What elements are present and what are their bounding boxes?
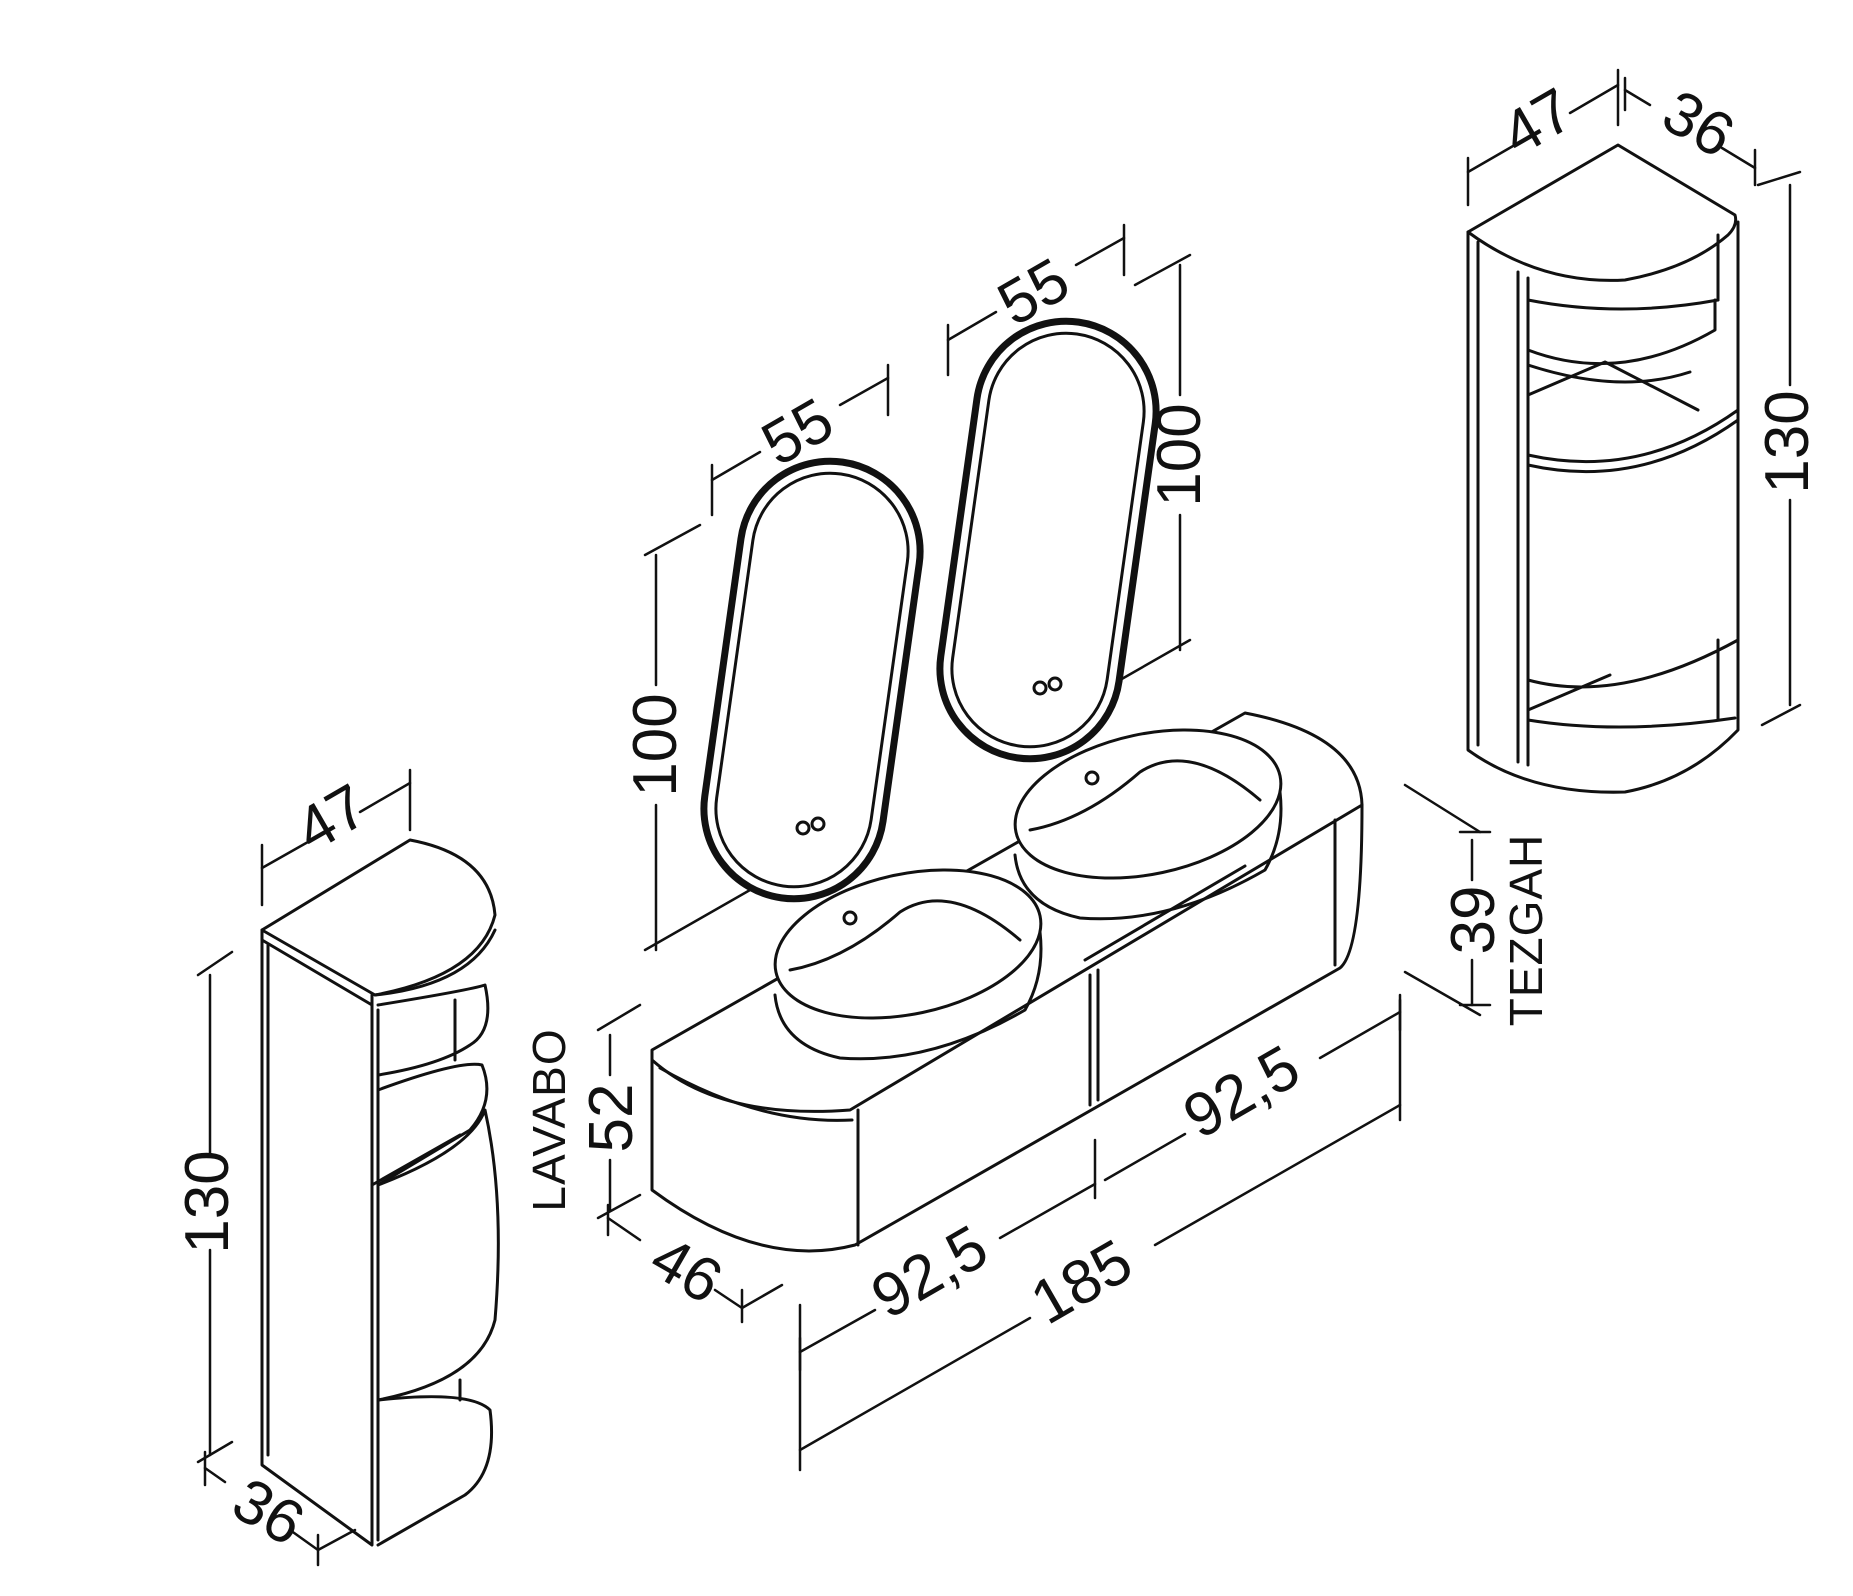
mirror-right-width-dimension: 55: [946, 223, 1126, 377]
left-tall-depth-dimension: 36: [203, 1450, 357, 1567]
right-tall-cabinet: [1466, 143, 1740, 794]
basin-left: [773, 868, 1043, 1061]
mirror-right: [936, 317, 1160, 763]
basin-height-label: 39: [1439, 886, 1508, 955]
right-tall-width-label: 47: [1491, 75, 1585, 169]
vanity-half-left-dimension: 92,5: [798, 1138, 1097, 1372]
vanity-depth-label: 46: [639, 1223, 733, 1317]
vanity-depth-dimension: 46: [606, 1203, 784, 1324]
mirror-left: [700, 457, 924, 903]
vanity-height-label: 52: [577, 1084, 646, 1153]
vanity-half-right-dimension: 92,5: [1103, 993, 1402, 1182]
basin-height-dimension: 39 TEZGAH: [1403, 783, 1552, 1027]
mirror-left-height-label: 100: [621, 693, 690, 796]
mirror-left-height-dimension: 100: [621, 523, 752, 952]
tezgah-label: TEZGAH: [1500, 834, 1552, 1027]
right-tall-depth-label: 36: [1651, 77, 1745, 171]
vanity-height-dimension: 52 LAVABO: [523, 1003, 646, 1220]
vanity-total-label: 185: [1020, 1227, 1144, 1338]
left-tall-height-dimension: 130: [173, 950, 242, 1464]
right-tall-height-label: 130: [1753, 390, 1822, 493]
left-tall-height-label: 130: [173, 1150, 242, 1253]
left-tall-depth-label: 36: [221, 1465, 315, 1559]
basin-right: [1013, 728, 1283, 921]
right-tall-height-dimension: 130: [1753, 170, 1822, 727]
left-tall-width-label: 47: [285, 771, 379, 865]
mirror-left-width-dimension: 55: [710, 363, 890, 517]
mirror-right-width-label: 55: [987, 245, 1081, 339]
lavabo-label: LAVABO: [523, 1028, 575, 1211]
mirror-right-height-dimension: 100: [1118, 253, 1214, 682]
mirror-left-width-label: 55: [751, 385, 845, 479]
mirror-right-height-label: 100: [1145, 403, 1214, 506]
left-tall-cabinet: [260, 838, 500, 1547]
